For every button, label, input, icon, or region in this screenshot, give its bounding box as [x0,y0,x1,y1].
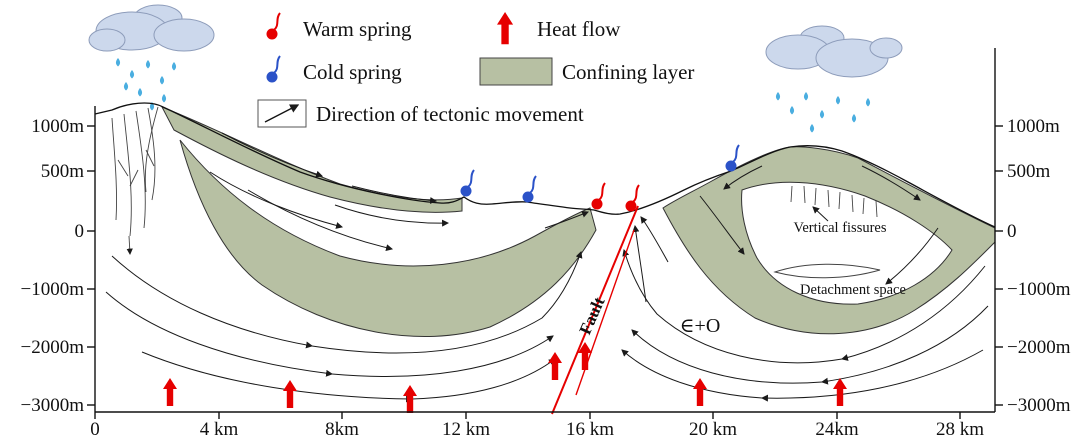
recharge-fissure-lines [111,106,159,255]
legend-tectonic-arrow-icon [264,104,300,123]
warm-spring-marker [590,182,606,211]
y-axis-left-label: −3000m [21,395,85,416]
x-axis-labels: 0 4 km 8km 12 km 16 km 20 km 24km 28 km [90,419,984,439]
heat-flow-arrow [833,378,847,406]
vertical-fissures-label: Vertical fissures [793,220,886,236]
cold-spring-marker [459,169,475,198]
legend-tectonic-label: Direction of tectonic movement [316,102,584,126]
legend-cold-spring-label: Cold spring [303,60,402,84]
vertical-fissure-lines [790,185,878,218]
legend-warm-spring-label: Warm spring [303,17,412,41]
ground-surface-line [94,102,996,228]
heat-flow-arrow [283,380,297,408]
x-axis-label: 24km [815,419,859,439]
fault-line-main [551,205,639,415]
x-axis-label: 12 km [442,419,490,439]
y-axis-left-labels: 1000m 500m 0 −1000m −2000m −3000m [21,116,85,416]
y-axis-left-label: 1000m [31,116,84,137]
y-axis-right-label: 0 [1007,221,1017,242]
y-axis-left-label: 500m [41,161,85,182]
heat-flow-arrow [693,378,707,406]
y-axis-right-label: −1000m [1007,279,1071,300]
groundwater-flow-lines [105,132,989,403]
y-axis-right-label: −3000m [1007,395,1071,416]
detachment-space-lens [773,263,881,279]
heat-flow-arrow [163,378,177,406]
y-axis-left-label: −2000m [21,337,85,358]
rainfall-right [775,92,871,133]
y-axis-left-label: 0 [75,221,85,242]
legend-heat-flow-label: Heat flow [537,17,621,41]
y-axis-right-labels: 1000m 500m 0 −1000m −2000m −3000m [1007,116,1071,416]
heat-flow-arrow [548,352,562,380]
legend-confining-layer-label: Confining layer [562,60,694,84]
cold-spring-marker [521,175,537,204]
legend-warm-spring-icon [265,12,281,41]
strata-symbol-label: ∈+O [680,315,721,337]
y-axis-right-label: 500m [1007,161,1051,182]
y-axis-right-label: 1000m [1007,116,1060,137]
legend-confining-layer-swatch [479,57,553,86]
y-axis-right-label: −2000m [1007,337,1071,358]
heat-flow-arrows [163,342,847,413]
x-axis-label: 28 km [936,419,984,439]
rain-cloud-right [765,25,903,78]
x-axis-label: 8km [325,419,359,439]
axes [87,48,1003,419]
detachment-space-label: Detachment space [800,282,906,298]
legend-cold-spring-icon [265,55,281,84]
y-axis-left-label: −1000m [21,279,85,300]
confining-layer-left-syncline [179,139,597,337]
legend-heat-flow-icon [497,12,514,45]
x-axis-label: 16 km [566,419,614,439]
legend: Warm spring Heat flow Cold spring Confin… [257,12,694,128]
rain-cloud-left [88,4,215,52]
x-axis-label: 4 km [200,419,239,439]
x-axis-label: 20 km [689,419,737,439]
x-axis-label: 0 [90,419,100,439]
